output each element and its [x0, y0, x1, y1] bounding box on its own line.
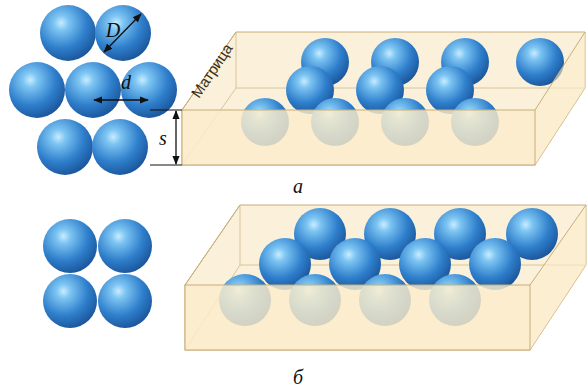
matrix-front-b [185, 205, 586, 350]
figure-label-a: а [293, 176, 303, 196]
dimension-s [175, 111, 176, 164]
dimension-label-d: d [121, 72, 131, 92]
figure-label-b: б [293, 367, 303, 387]
matrix-slab-a [182, 32, 585, 165]
matrix-front-a [182, 32, 585, 165]
matrix-slab-b [185, 205, 586, 350]
dimension-d [94, 99, 148, 100]
dimension-label-s: s [159, 128, 167, 148]
dimension-label-D: D [106, 20, 120, 40]
dimension-D [104, 14, 141, 52]
sphere-cluster-square [43, 219, 152, 328]
sphere-cluster-hex [9, 5, 177, 175]
